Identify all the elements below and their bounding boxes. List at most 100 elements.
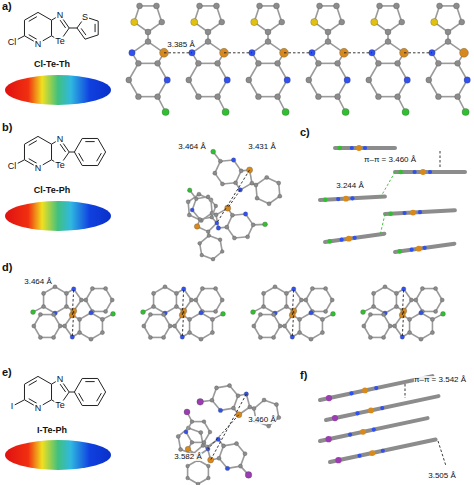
atom-ball bbox=[184, 430, 188, 434]
atom-ball bbox=[394, 305, 398, 309]
atom-ball bbox=[141, 310, 146, 315]
atom-ball bbox=[220, 182, 224, 186]
bond-line bbox=[98, 392, 106, 406]
atom-ball bbox=[215, 94, 221, 100]
atom-ball bbox=[199, 430, 203, 434]
atom-ball bbox=[430, 331, 434, 335]
atom-ball bbox=[437, 3, 443, 9]
atom-ball bbox=[231, 158, 235, 162]
atom-ball bbox=[154, 3, 160, 9]
atom-ball bbox=[198, 241, 202, 245]
distance-label: π–π = 3.542 Å bbox=[414, 376, 466, 384]
atom-ball bbox=[191, 19, 198, 26]
atom-ball bbox=[224, 77, 230, 83]
bond-line bbox=[69, 28, 77, 29]
atom-ball bbox=[251, 19, 258, 26]
atom-ball bbox=[434, 287, 438, 291]
atom-ball bbox=[84, 298, 88, 302]
atom-ball bbox=[254, 183, 258, 187]
bond-line bbox=[74, 378, 82, 392]
bond-line bbox=[24, 144, 25, 160]
atom-label: N bbox=[34, 403, 43, 412]
atom-ball bbox=[247, 167, 253, 173]
contact-dash bbox=[440, 151, 441, 169]
atom-ball bbox=[176, 434, 180, 438]
atom-ball bbox=[152, 291, 156, 295]
bond-line bbox=[77, 28, 85, 39]
atom-ball bbox=[218, 238, 222, 242]
atom-ball bbox=[431, 19, 438, 26]
atom-ball bbox=[232, 236, 236, 240]
atom-ball bbox=[419, 311, 423, 315]
atom-ball bbox=[455, 60, 461, 66]
atom-ball bbox=[366, 77, 372, 83]
atom-ball bbox=[219, 19, 225, 25]
atom-ball bbox=[187, 213, 191, 217]
distance-label: 3.385 Å bbox=[167, 41, 195, 49]
atom-ball bbox=[428, 170, 432, 174]
atom-ball bbox=[137, 3, 143, 9]
atom-ball bbox=[186, 77, 192, 83]
atom-label: Cl bbox=[7, 38, 18, 47]
double-bond-line bbox=[60, 144, 65, 152]
atom-ball bbox=[273, 285, 277, 289]
bond-line bbox=[51, 20, 52, 36]
atom-ball bbox=[214, 213, 218, 217]
contact-dash bbox=[380, 214, 385, 234]
atom-ball bbox=[334, 3, 340, 9]
atom-ball bbox=[142, 324, 146, 328]
atom-ball bbox=[357, 454, 361, 458]
atom-ball bbox=[418, 210, 422, 214]
atom-ball bbox=[284, 77, 290, 83]
atom-ball bbox=[410, 248, 414, 252]
atom-ball bbox=[420, 287, 424, 291]
double-bond-line bbox=[29, 381, 37, 386]
bond-line bbox=[98, 378, 106, 392]
contact-dash bbox=[217, 170, 250, 223]
atom-ball bbox=[363, 146, 367, 150]
atom-ball bbox=[252, 324, 256, 328]
atom-label: Te bbox=[54, 37, 66, 46]
atom-ball bbox=[52, 335, 56, 339]
atom-ball bbox=[252, 407, 256, 411]
atom-ball bbox=[210, 317, 214, 321]
atom-ball bbox=[263, 222, 268, 227]
atom-ball bbox=[323, 197, 328, 202]
atom-ball bbox=[64, 305, 68, 309]
atom-ball bbox=[304, 298, 308, 302]
atom-ball bbox=[236, 394, 240, 398]
atom-ball bbox=[278, 194, 282, 198]
atom-ball bbox=[78, 331, 82, 335]
atom-ball bbox=[225, 225, 229, 229]
bond-line bbox=[82, 138, 98, 139]
compound-name: I-Te-Ph bbox=[37, 426, 67, 435]
atom-ball bbox=[360, 429, 366, 435]
atom-ball bbox=[362, 324, 366, 328]
atom-ball bbox=[202, 420, 206, 424]
atom-ball bbox=[234, 442, 238, 446]
atom-ball bbox=[426, 77, 432, 83]
atom-ball bbox=[335, 94, 341, 100]
atom-ball bbox=[325, 29, 331, 35]
atom-ball bbox=[335, 457, 341, 463]
atom-ball bbox=[38, 313, 42, 317]
atom-ball bbox=[460, 48, 469, 57]
atom-ball bbox=[258, 313, 262, 317]
edge-on-molecule bbox=[320, 197, 385, 200]
atom-ball bbox=[346, 236, 352, 242]
bond-line bbox=[24, 136, 38, 144]
double-bond-line bbox=[95, 24, 96, 32]
atom-ball bbox=[361, 310, 366, 315]
atom-ball bbox=[179, 447, 183, 451]
atom-ball bbox=[279, 19, 285, 25]
atom-ball bbox=[372, 291, 376, 295]
atom-ball bbox=[410, 210, 416, 216]
atom-ball bbox=[89, 311, 93, 315]
atom-ball bbox=[198, 217, 202, 221]
atom-ball bbox=[380, 406, 384, 410]
atom-label: Te bbox=[54, 161, 66, 170]
atom-ball bbox=[420, 169, 426, 175]
atom-ball bbox=[210, 331, 214, 335]
atom-ball bbox=[221, 311, 226, 316]
atom-ball bbox=[343, 196, 349, 202]
